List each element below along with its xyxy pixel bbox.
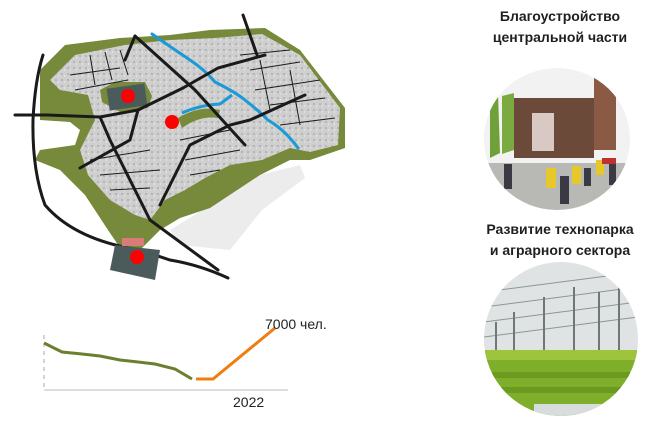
technopark-highlight: [122, 238, 144, 246]
caption-line: Благоустройство: [499, 8, 621, 24]
river: [150, 32, 300, 150]
city-map: [13, 13, 345, 280]
caption-line: и аграрного сектора: [489, 242, 631, 258]
historical-series-line: [43, 341, 193, 381]
population-annotation: 7000 чел.: [265, 316, 327, 332]
river-branch: [181, 93, 233, 115]
initiative-caption-1: Благоустройство центральной части: [470, 6, 650, 48]
map-shadow-south: [170, 165, 305, 250]
local-streets: [69, 49, 336, 191]
technopark-marker[interactable]: [130, 250, 144, 264]
population-line-chart: [43, 326, 288, 391]
city-square-festival-photo: [484, 68, 630, 210]
main-roads: [13, 13, 307, 280]
river-park: [178, 108, 220, 128]
forecast-series-line: [196, 326, 276, 381]
initiative-caption-2: Развитие технопарка и аграрного сектора: [470, 219, 650, 261]
greenhouse-photo: [484, 262, 638, 416]
population-chart: 7000 чел. 2022: [30, 310, 380, 420]
year-label: 2022: [233, 394, 265, 410]
river-park-marker[interactable]: [165, 115, 179, 129]
central-park-marker[interactable]: [121, 89, 135, 103]
caption-line: Развитие технопарка: [486, 221, 634, 237]
caption-line: центральной части: [492, 29, 628, 45]
